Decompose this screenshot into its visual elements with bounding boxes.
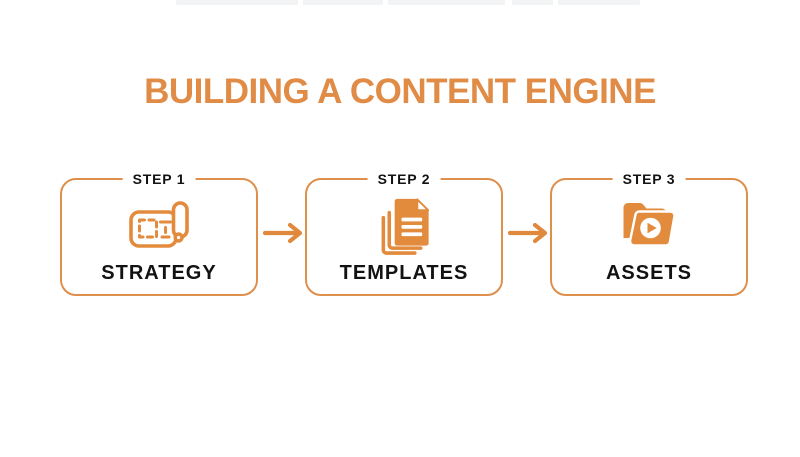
icon-slot [126, 193, 192, 257]
step-name-label: ASSETS [605, 262, 693, 284]
step-box-templates: STEP 2 TEMPLATES [305, 170, 503, 296]
step-box-assets: STEP 3 ASSETS [550, 170, 748, 296]
step-name-label: STRATEGY [101, 262, 217, 284]
artifact-segment [512, 0, 553, 5]
artifact-segment [388, 0, 505, 5]
step-number-label: STEP 3 [612, 170, 686, 188]
icon-slot [617, 193, 681, 257]
icon-slot [377, 193, 432, 257]
step-name-label: TEMPLATES [339, 262, 469, 284]
arrow-right-icon [507, 222, 548, 244]
stacked-documents-icon [381, 198, 429, 255]
top-edge-artifact [0, 0, 800, 6]
page-title: BUILDING A CONTENT ENGINE [144, 72, 656, 111]
artifact-segment [176, 0, 298, 5]
artifact-segment [558, 0, 640, 5]
blueprint-scroll-icon [129, 201, 189, 248]
arrow-right-icon [262, 222, 303, 244]
play-folder-icon [623, 203, 676, 247]
step-number-label: STEP 2 [367, 170, 441, 188]
step-number-label: STEP 1 [122, 170, 196, 188]
step-box-strategy: STEP 1 STRATEGY [60, 170, 258, 296]
artifact-segment [303, 0, 383, 5]
